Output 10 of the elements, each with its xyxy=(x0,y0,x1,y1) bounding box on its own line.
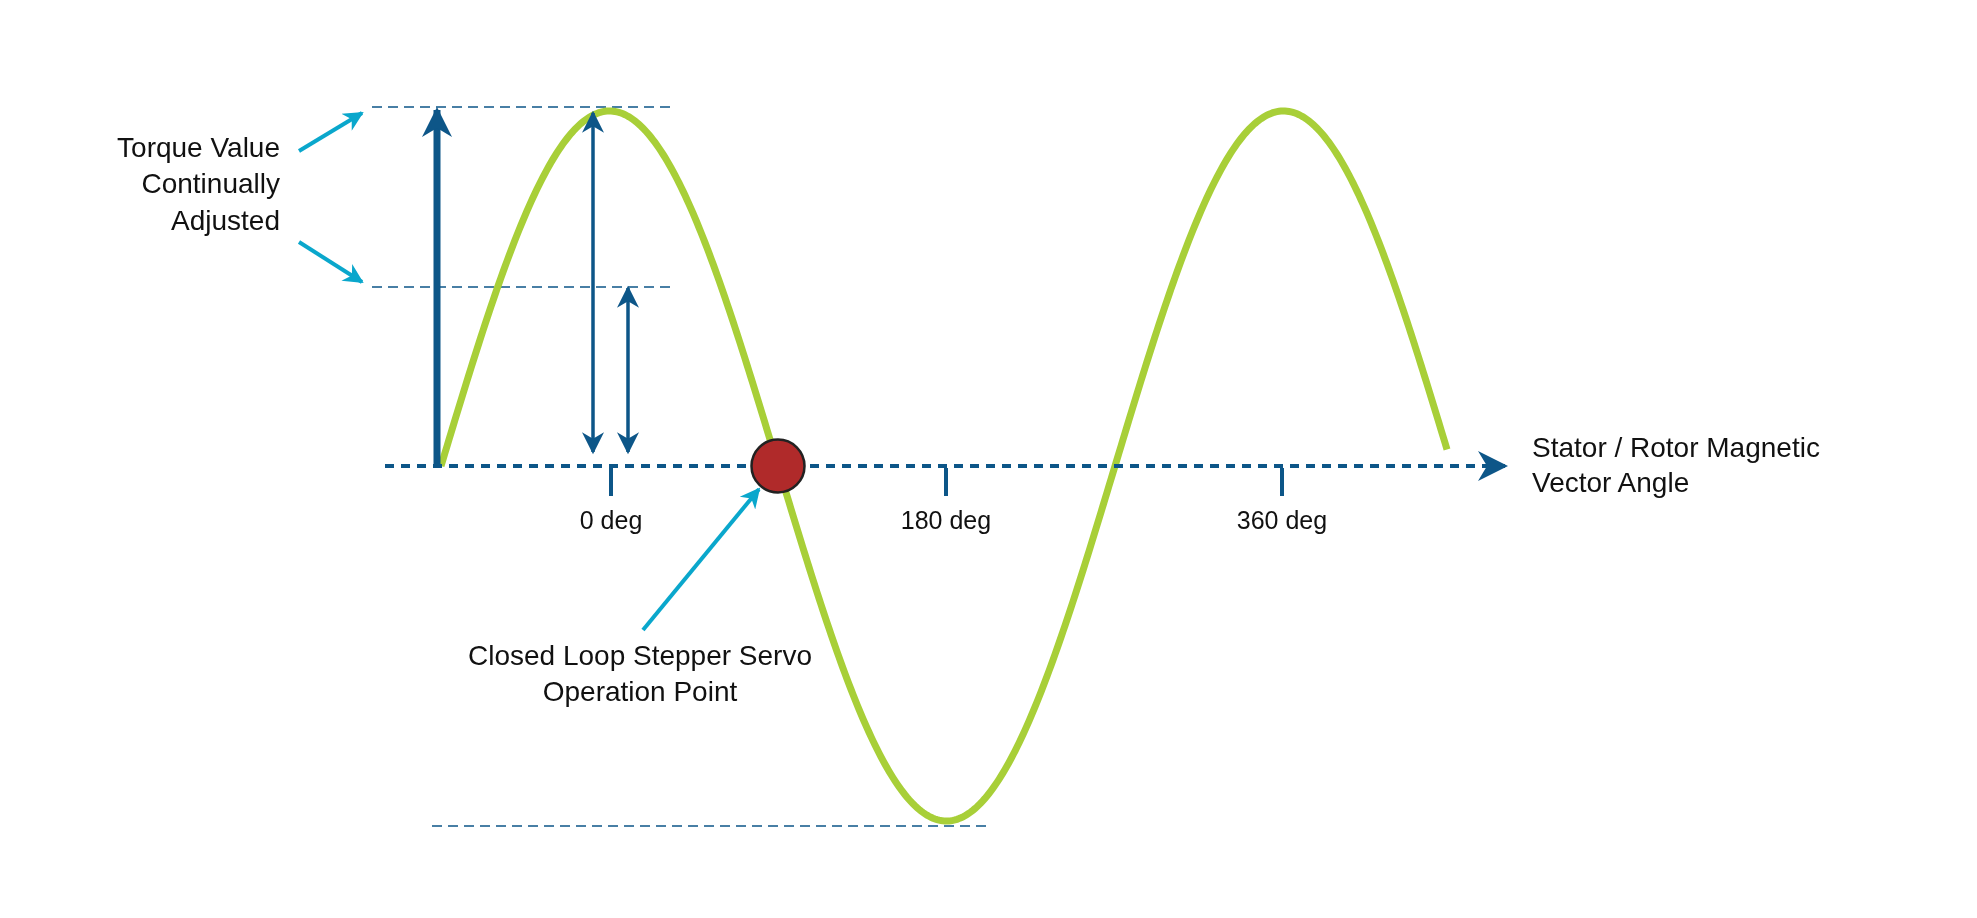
pointer-arrow xyxy=(641,487,761,632)
leader-arrow xyxy=(297,240,364,284)
axis-label: Stator / Rotor Magnetic Vector Angle xyxy=(1532,431,1821,500)
operation-point-circle xyxy=(750,438,806,494)
tick-label: 180 deg xyxy=(899,505,993,536)
tick-label: 360 deg xyxy=(1235,505,1329,536)
leader-arrow xyxy=(297,111,364,153)
operation-point-label: Closed Loop Stepper Servo Operation Point xyxy=(467,639,813,710)
torque-note: Torque Value Continually Adjusted xyxy=(116,131,280,238)
tick-label: 0 deg xyxy=(578,505,644,536)
